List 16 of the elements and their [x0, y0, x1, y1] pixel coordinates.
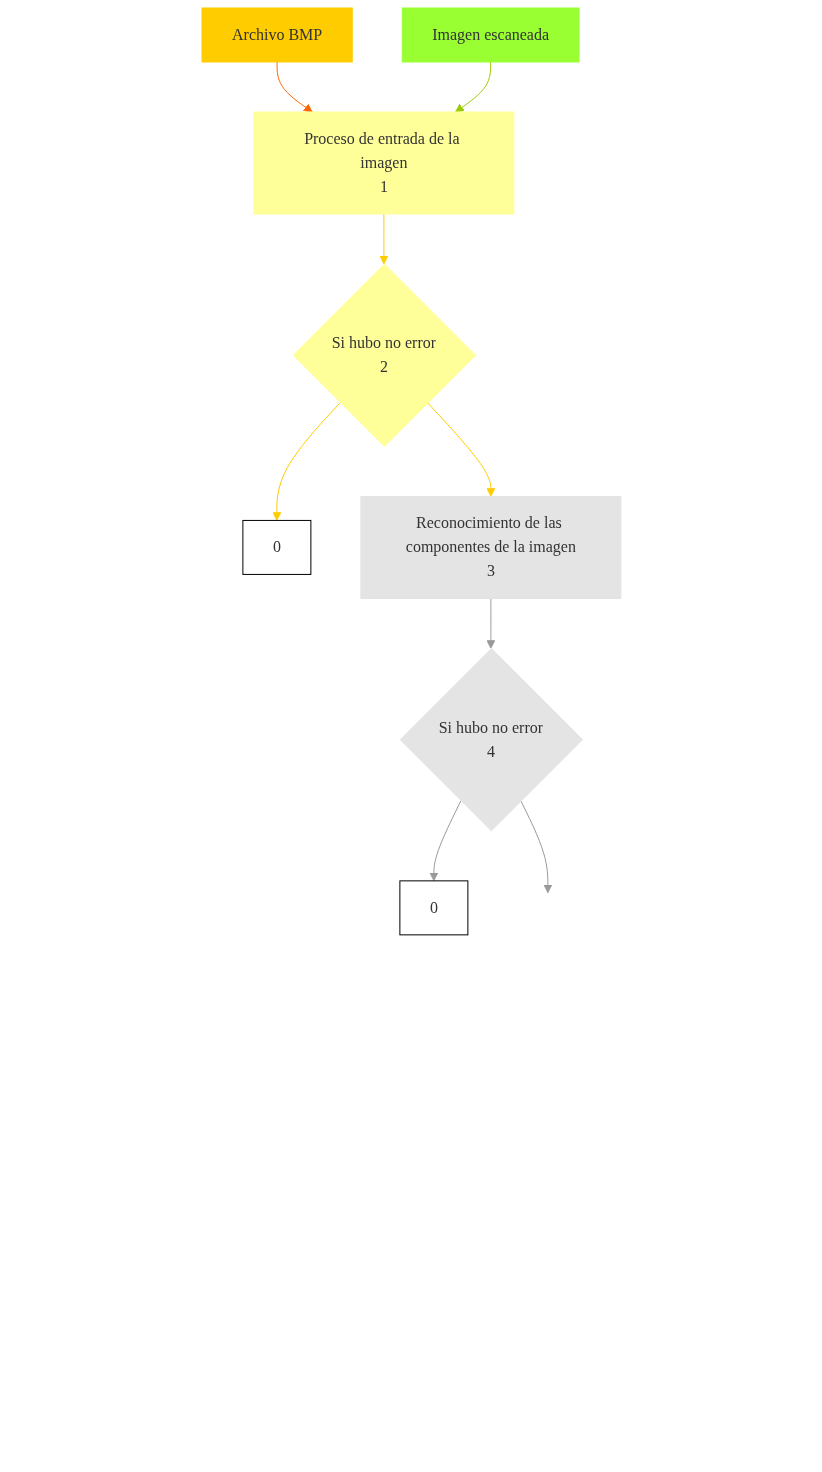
- node-box: Imagen escaneada: [401, 7, 580, 63]
- node-box: Proceso de entrada de la imagen 1: [252, 111, 514, 215]
- node-box: Archivo BMP: [201, 7, 353, 63]
- node-box: 0: [398, 880, 468, 936]
- arrow: [272, 402, 341, 521]
- node-box: 0: [241, 519, 311, 575]
- node-diamond: Si hubo no error 2: [292, 263, 476, 447]
- node-box: Reconocimiento de las componentes de la imagen 3: [359, 495, 621, 599]
- arrow: [429, 800, 461, 882]
- arrow: [519, 800, 552, 894]
- arrow: [486, 597, 495, 649]
- node-diamond: Si hubo no error 4: [399, 647, 583, 832]
- arrow: [276, 61, 313, 113]
- arrow: [454, 61, 491, 113]
- arrow: [379, 213, 388, 265]
- arrow: [426, 402, 495, 497]
